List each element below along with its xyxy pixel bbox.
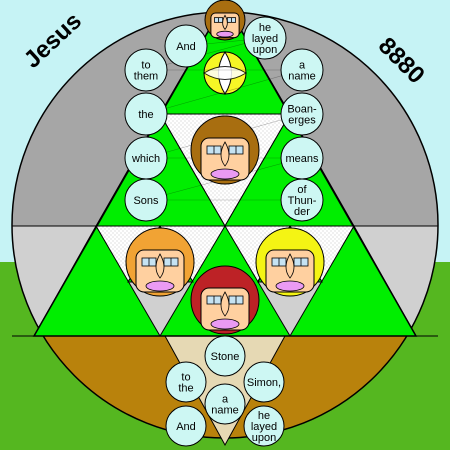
upper-word-text: name xyxy=(288,71,316,83)
upper-word-which: which xyxy=(124,136,168,180)
lower-word-text: a xyxy=(222,394,229,406)
upper-word-text: which xyxy=(131,153,160,165)
upper-word-the: the xyxy=(124,92,168,136)
upper-word-circle xyxy=(243,16,287,60)
nose xyxy=(220,291,230,317)
lower-word-circle xyxy=(165,405,207,447)
upper-word-circle xyxy=(124,92,168,136)
lips xyxy=(210,168,240,180)
upper-word-text: the xyxy=(138,109,153,121)
upper-word-circle xyxy=(124,178,168,222)
upper-word-circle xyxy=(280,178,324,222)
face-middle xyxy=(190,115,260,185)
lower-word-circle xyxy=(243,361,285,403)
upper-word-boanerges: Boan-erges xyxy=(280,92,324,136)
nose xyxy=(222,14,228,31)
upper-word-circle xyxy=(280,92,324,136)
lips xyxy=(145,280,175,292)
nose xyxy=(220,141,230,167)
face-bottom xyxy=(190,265,260,335)
lower-word-text: the xyxy=(178,383,193,395)
lower-word-text: Stone xyxy=(211,351,240,363)
lower-word-circle xyxy=(204,335,246,377)
upper-word-text: Boan- xyxy=(287,104,317,116)
upper-word-and: And xyxy=(164,24,208,68)
lower-word-and: And xyxy=(165,405,207,447)
upper-word-text: to xyxy=(141,60,150,72)
lower-word-text: Simon, xyxy=(247,377,281,389)
upper-word-circle xyxy=(124,48,168,92)
lower-word-text: he xyxy=(258,410,270,422)
nose xyxy=(155,253,165,279)
face-right xyxy=(255,227,325,297)
upper-word-text: der xyxy=(294,206,310,218)
upper-word-sons: Sons xyxy=(124,178,168,222)
lower-word-text: name xyxy=(211,405,239,417)
lower-word-text: layed xyxy=(251,421,277,433)
lips xyxy=(216,30,234,38)
yellow-knot xyxy=(203,51,247,95)
lower-word-text: upon xyxy=(252,432,276,444)
lower-word-circle xyxy=(165,361,207,403)
upper-word-text: means xyxy=(285,153,319,165)
lower-word-text: to xyxy=(181,372,190,384)
face-top xyxy=(204,0,246,41)
lower-word-text: And xyxy=(176,421,196,433)
lower-word-circle xyxy=(243,405,285,447)
upper-word-text: And xyxy=(176,41,196,53)
upper-word-text: Thun- xyxy=(288,195,317,207)
lips xyxy=(275,280,305,292)
face-left xyxy=(125,227,195,297)
upper-word-text: them xyxy=(134,71,158,83)
chain-link xyxy=(145,69,303,115)
upper-word-means: means xyxy=(280,136,324,180)
upper-word-text: of xyxy=(297,184,307,196)
upper-word-circle xyxy=(164,24,208,68)
upper-word-text: a xyxy=(299,60,306,72)
upper-word-text: he xyxy=(259,22,271,34)
lower-word-simon: Simon, xyxy=(243,361,285,403)
upper-word-text: Sons xyxy=(133,195,159,207)
lower-word-stone: Stone xyxy=(204,335,246,377)
upper-word-circle xyxy=(280,48,324,92)
lower-word-circle xyxy=(204,383,246,425)
faces xyxy=(125,0,325,335)
lips xyxy=(210,318,240,330)
upper-word-text: upon xyxy=(253,44,277,56)
nose xyxy=(285,253,295,279)
upper-word-text: layed xyxy=(252,33,278,45)
upper-word-text: erges xyxy=(288,115,316,127)
